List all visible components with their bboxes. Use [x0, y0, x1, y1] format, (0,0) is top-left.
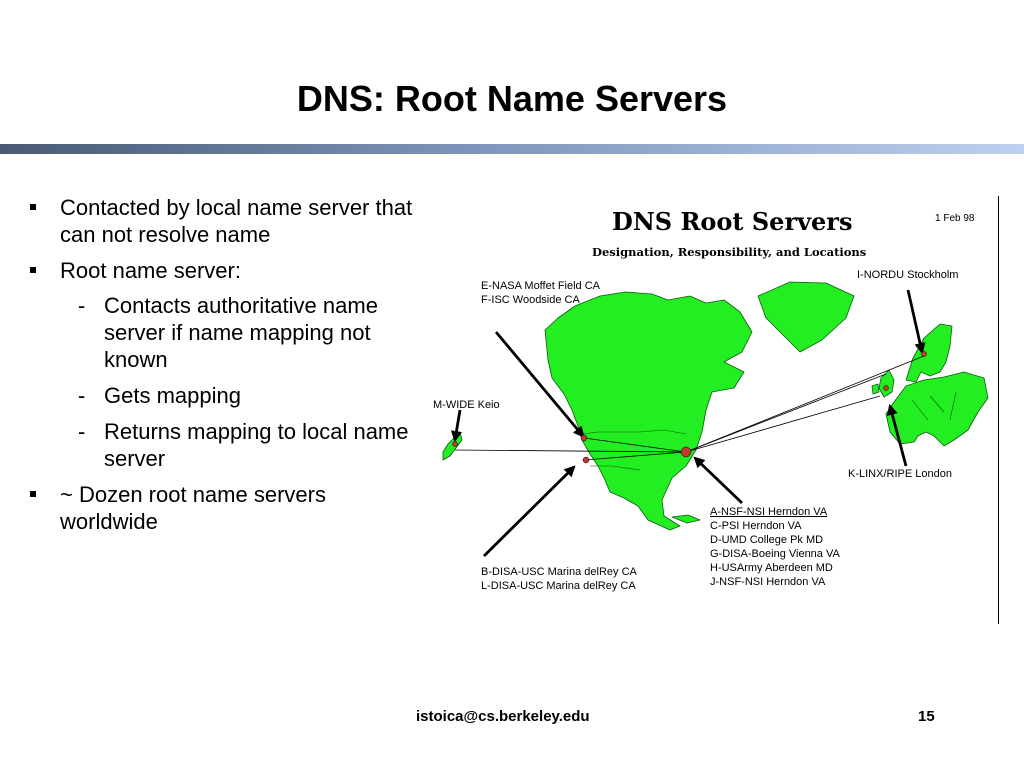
stockholm-server-label: I-NORDU Stockholm: [857, 269, 959, 281]
bullet-item: Contacted by local name server that can …: [28, 194, 428, 248]
london-server-label: K-LINX/RIPE London: [848, 468, 952, 480]
sub-bullet-list: -Contacts authoritative name server if n…: [60, 292, 428, 472]
sub-bullet-item: -Returns mapping to local name server: [60, 418, 428, 472]
west-coast-servers-label: E-NASA Moffet Field CA F-ISC Woodside CA: [481, 280, 601, 306]
footer-email: istoica@cs.berkeley.edu: [416, 708, 590, 725]
sub-bullet-text: Returns mapping to local name server: [104, 419, 409, 471]
bullet-text: Root name server:: [60, 258, 241, 283]
square-bullet-icon: [30, 491, 36, 497]
pointer-arrows: [450, 289, 926, 557]
square-bullet-icon: [30, 204, 36, 210]
connection-lines: [454, 355, 925, 461]
scandinavia-shape: [905, 323, 953, 383]
bullet-list: Contacted by local name server that can …: [28, 194, 428, 544]
border-lines: [581, 391, 957, 471]
bullet-text: Contacted by local name server that can …: [60, 195, 413, 247]
east-coast-servers-label: A-NSF-NSI Herndon VA C-PSI Herndon VA D-…: [710, 506, 840, 588]
sub-bullet-item: -Gets mapping: [60, 382, 428, 409]
sub-bullet-item: -Contacts authoritative name server if n…: [60, 292, 428, 373]
cuba-shape: [671, 514, 701, 524]
dash-bullet-icon: -: [78, 383, 86, 408]
panel-border: [998, 196, 999, 624]
north-america-shape: [544, 291, 753, 531]
britain-shape: [878, 369, 895, 398]
bullet-text: ~ Dozen root name servers worldwide: [60, 482, 326, 534]
greenland-shape: [757, 281, 855, 353]
map-title: DNS Root Servers: [612, 207, 853, 236]
slide-title: DNS: Root Name Servers: [296, 78, 728, 119]
sub-bullet-text: Gets mapping: [104, 383, 241, 408]
bullet-item: Root name server: -Contacts authoritativ…: [28, 257, 428, 472]
japan-shape: [442, 431, 463, 461]
ireland-shape: [871, 383, 880, 395]
map-date: 1 Feb 98: [935, 213, 975, 224]
title-divider: [0, 144, 1024, 154]
map-subtitle: Designation, Responsibility, and Locatio…: [592, 245, 867, 259]
square-bullet-icon: [30, 267, 36, 273]
world-map-image: [442, 281, 989, 557]
page-number: 15: [918, 708, 935, 725]
dash-bullet-icon: -: [78, 419, 86, 444]
landmass-group: [442, 281, 989, 531]
sub-bullet-text: Contacts authoritative name server if na…: [104, 293, 378, 372]
server-markers: [452, 351, 927, 464]
europe-mainland-shape: [885, 371, 989, 447]
marina-delrey-servers-label: B-DISA-USC Marina delRey CA L-DISA-USC M…: [481, 566, 637, 592]
japan-server-label: M-WIDE Keio: [433, 399, 500, 411]
bullet-item: ~ Dozen root name servers worldwide: [28, 481, 428, 535]
dash-bullet-icon: -: [78, 293, 86, 318]
